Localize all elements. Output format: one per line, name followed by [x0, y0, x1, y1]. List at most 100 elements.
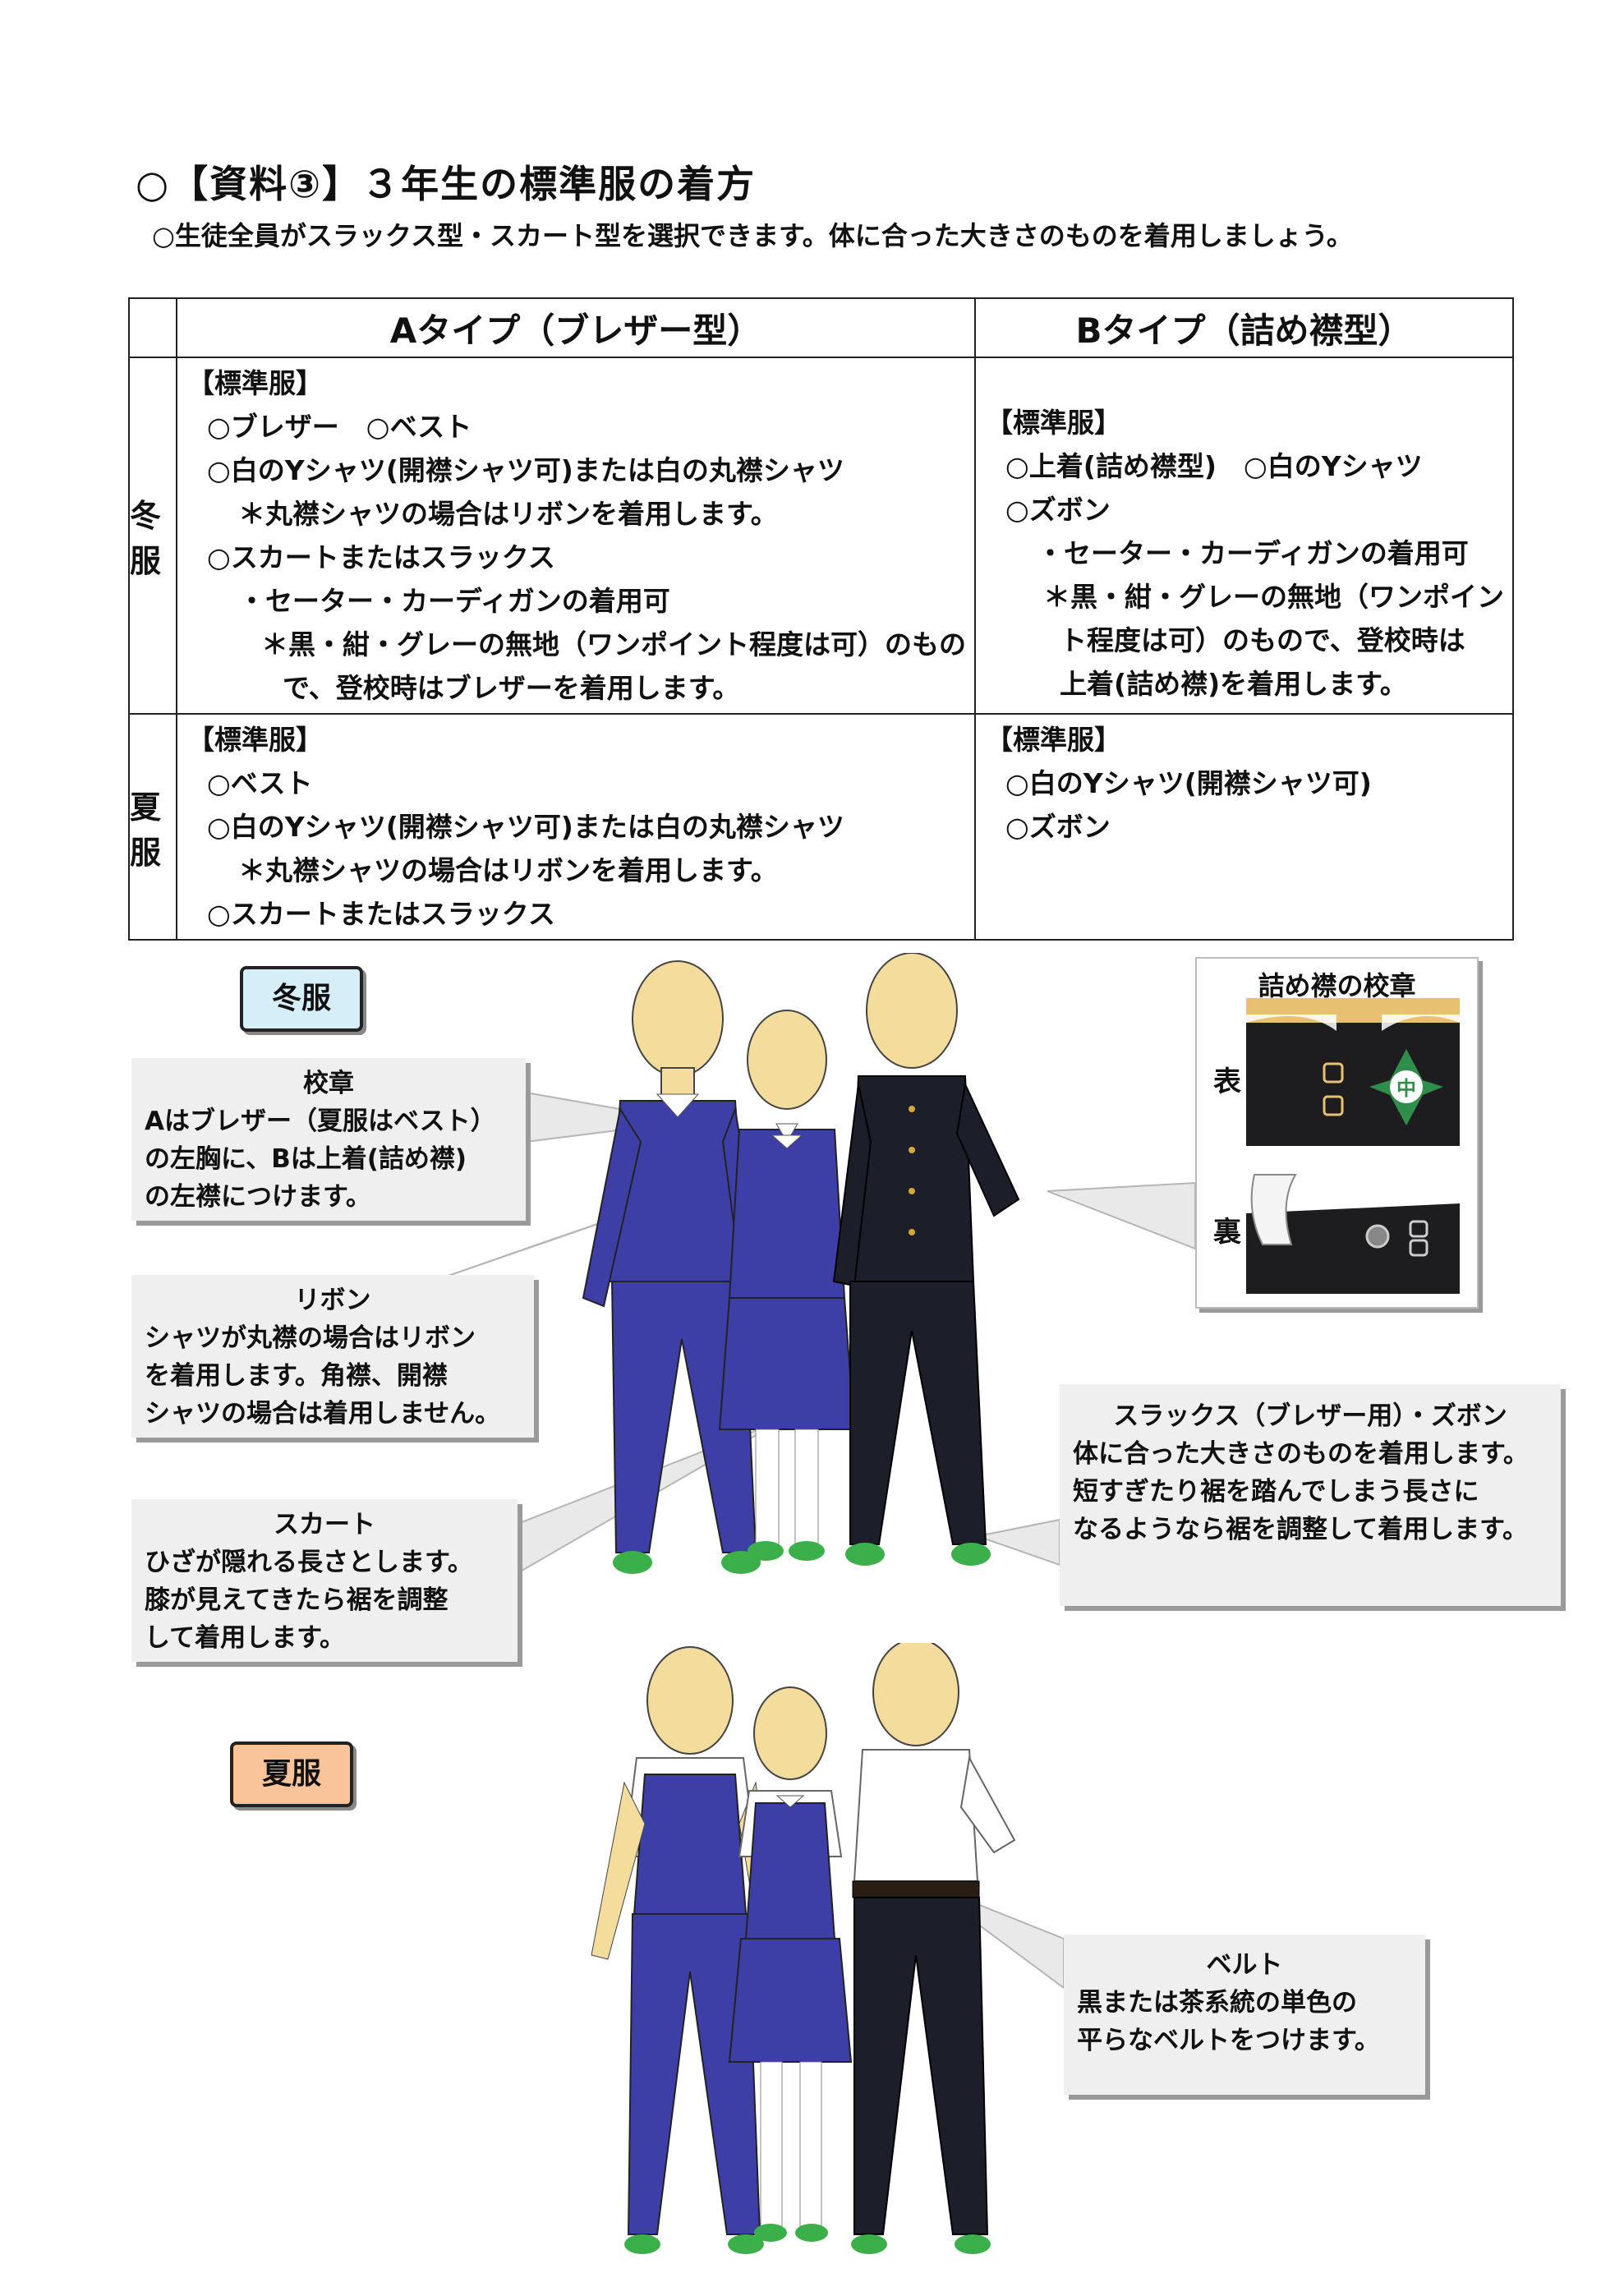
winter-a-line: ○スカートまたはスラックス	[207, 541, 555, 573]
sock	[755, 1429, 780, 1545]
shoe	[748, 1541, 784, 1561]
winter-uniform-illustration	[582, 953, 1020, 1574]
trousers	[853, 1897, 989, 2235]
winter-a-line: ＊丸襟シャツの場合はリボンを着用します。	[238, 498, 778, 530]
blazer	[728, 1129, 846, 1299]
head	[872, 1643, 959, 1746]
summer-uniform-illustration	[591, 1643, 1016, 2254]
shoe	[613, 1551, 652, 1574]
ribbon	[775, 1795, 805, 1808]
summer-row: 夏 服 【標準服】 ○ベスト ○白のYシャツ(開襟シャツ可)または白の丸襟シャツ…	[127, 713, 1515, 941]
ribbon-callout-line: を着用します。角襟、開襟	[145, 1361, 448, 1391]
emblem-callout-line: の左襟につけます。	[145, 1182, 371, 1212]
skirt-callout-title: スカート	[274, 1510, 375, 1539]
emblem-callout-line: Aはブレザー（夏服はベスト）	[145, 1107, 496, 1136]
ribbon-callout-title: リボン	[294, 1286, 371, 1315]
figure-gakuran	[832, 953, 1020, 1566]
shirt	[853, 1749, 979, 1882]
shirt-collar	[656, 1093, 700, 1118]
collar-front-lining	[1382, 1015, 1460, 1031]
screw-back-icon	[1365, 1224, 1390, 1249]
summer-a-line: ○白のYシャツ(開襟シャツ可)または白の丸襟シャツ	[207, 811, 844, 843]
button	[909, 1188, 915, 1194]
shirt-sleeve	[959, 1755, 1016, 1854]
summer-a-line: ＊丸襟シャツの場合はリボンを着用します。	[238, 854, 778, 886]
school-emblem-center	[1390, 1070, 1423, 1103]
winter-b-line: ＊黒・紺・グレーの無地（ワンポイン	[1043, 581, 1505, 613]
trousers	[849, 1281, 987, 1545]
slacks-callout: スラックス（ブレザー用）・ズボン 体に合った大きさのものを着用します。 短すぎた…	[1060, 1384, 1561, 1606]
winter-a-line: 【標準服】	[187, 367, 324, 399]
hook-icon	[1323, 1095, 1344, 1116]
winter-row: 冬 服 【標準服】 ○ブレザー ○ベスト ○白のYシャツ(開襟シャツ可)または白…	[127, 357, 1515, 715]
winter-b-cell: 【標準服】 ○上着(詰め襟型) ○白のYシャツ ○ズボン ・セーター・カーディガ…	[974, 357, 1515, 715]
vest	[744, 1802, 836, 1939]
summer-a-cell: 【標準服】 ○ベスト ○白のYシャツ(開襟シャツ可)または白の丸襟シャツ ＊丸襟…	[176, 713, 977, 941]
shoe	[955, 2234, 991, 2254]
summer-b-cell: 【標準服】 ○白のYシャツ(開襟シャツ可) ○ズボン	[974, 713, 1515, 941]
skirt-callout-line: ひざが隠れる長さとします。	[145, 1548, 473, 1577]
emblem-pointer	[525, 1091, 691, 1143]
badge-box-pointer	[1047, 1181, 1196, 1250]
shoe	[721, 1551, 761, 1574]
ribbon-callout: リボン シャツが丸襟の場合はリボン を着用します。角襟、開襟 シャツの場合は着用…	[131, 1275, 534, 1438]
uniform-table: Aタイプ（ブレザー型） Bタイプ（詰め襟型） 冬 服 【標準服】 ○ブレザー ○…	[127, 297, 1515, 941]
shoe	[795, 2224, 828, 2242]
emblem-front-label: 表	[1213, 1065, 1241, 1098]
head	[747, 1010, 827, 1110]
collar-back-fabric	[1246, 1203, 1460, 1294]
shirt-collar	[775, 1123, 798, 1143]
skirt-callout: スカート ひざが隠れる長さとします。 膝が見えてきたら裾を調整 して着用します。	[131, 1499, 518, 1662]
arm	[591, 1781, 646, 1960]
winter-a-line: で、登校時はブレザーを着用します。	[283, 672, 740, 704]
collar-front-lining	[1246, 1015, 1336, 1031]
shoe	[851, 2234, 887, 2254]
skirt	[718, 1297, 856, 1430]
emblem-back-label: 裏	[1213, 1216, 1241, 1249]
summer-b-line: 【標準服】	[986, 724, 1122, 756]
page-subtitle: ○生徒全員がスラックス型・スカート型を選択できます。体に合った大きさのものを着用…	[152, 220, 1353, 251]
belt-callout-line: 黒または茶系統の単色の	[1077, 1988, 1357, 2018]
hook-icon	[1409, 1220, 1428, 1238]
sock	[799, 2061, 822, 2227]
emblem-box: 詰め襟の校章 表 裏 中	[1195, 957, 1479, 1309]
sock	[794, 1429, 819, 1545]
summer-b-line: ○白のYシャツ(開襟シャツ可)	[1005, 767, 1372, 799]
shoe	[624, 2234, 660, 2254]
head	[753, 1686, 827, 1780]
table-header-row: Aタイプ（ブレザー型） Bタイプ（詰め襟型）	[127, 297, 1515, 358]
summer-b-line: ○ズボン	[1005, 811, 1111, 843]
belt	[852, 1880, 980, 1898]
winter-b-line: ト程度は可）のもので、登校時は	[1060, 624, 1465, 656]
col-b-header: Bタイプ（詰め襟型）	[974, 297, 1515, 358]
shoe	[951, 1543, 991, 1566]
belt-callout: ベルト 黒または茶系統の単色の 平らなベルトをつけます。	[1064, 1935, 1425, 2095]
hook-icon	[1409, 1239, 1428, 1257]
belt-callout-line: 平らなベルトをつけます。	[1077, 2026, 1380, 2055]
emblem-box-title: 詰め襟の校章	[1258, 970, 1416, 1001]
winter-b-line: ○上着(詰め襟型) ○白のYシャツ	[1005, 450, 1423, 482]
shoe	[789, 1541, 825, 1561]
sock	[760, 2061, 783, 2227]
head	[866, 953, 958, 1069]
figure-vest-skirt	[728, 1686, 853, 2242]
winter-a-line: ○白のYシャツ(開襟シャツ可)または白の丸襟シャツ	[207, 454, 844, 486]
summer-a-line: ○スカートまたはスラックス	[207, 898, 555, 930]
shoe	[845, 1543, 885, 1566]
slacks-callout-line: 体に合った大きさのものを着用します。	[1073, 1439, 1529, 1469]
winter-b-line: ・セーター・カーディガンの着用可	[1037, 537, 1469, 569]
emblem-callout-title: 校章	[303, 1069, 354, 1098]
head	[632, 960, 724, 1077]
shoe	[754, 2224, 787, 2242]
ribbon	[771, 1134, 803, 1149]
hook-icon	[1323, 1062, 1344, 1084]
shoe	[728, 2234, 764, 2254]
slacks-callout-title: スラックス（ブレザー用）・ズボン	[1113, 1401, 1507, 1431]
belt-callout-title: ベルト	[1206, 1950, 1283, 1980]
winter-badge: 冬服	[240, 966, 363, 1032]
summer-badge: 夏服	[230, 1742, 353, 1807]
gakuran-sleeve	[955, 1081, 1020, 1217]
table-corner-cell	[127, 297, 178, 358]
winter-row-label: 冬 服	[127, 357, 178, 715]
emblem-char: 中	[1396, 1077, 1416, 1100]
